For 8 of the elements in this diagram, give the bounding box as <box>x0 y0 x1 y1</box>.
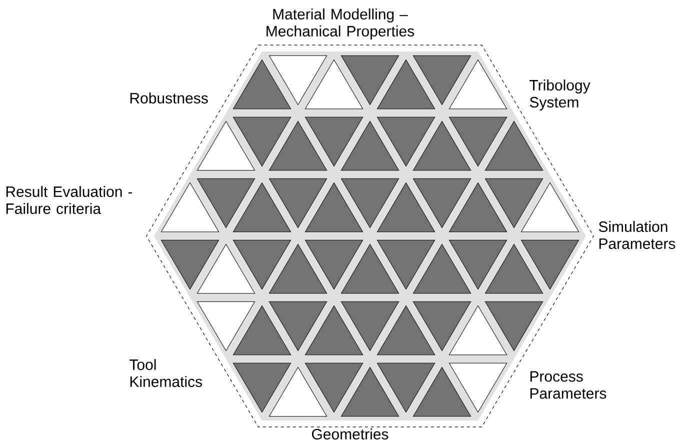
side-label: Simulation Parameters <box>598 221 676 249</box>
side-label: Process Parameters <box>530 371 606 399</box>
side-label: Tool Kinematics <box>130 359 202 387</box>
side-label: Material Modelling – Mechanical Properties <box>266 8 414 40</box>
side-label: Geometries <box>312 428 388 440</box>
side-label: Result Evaluation - Failure criteria <box>6 186 132 214</box>
side-label: Tribology System <box>530 80 590 110</box>
side-label: Robustness <box>130 92 208 104</box>
